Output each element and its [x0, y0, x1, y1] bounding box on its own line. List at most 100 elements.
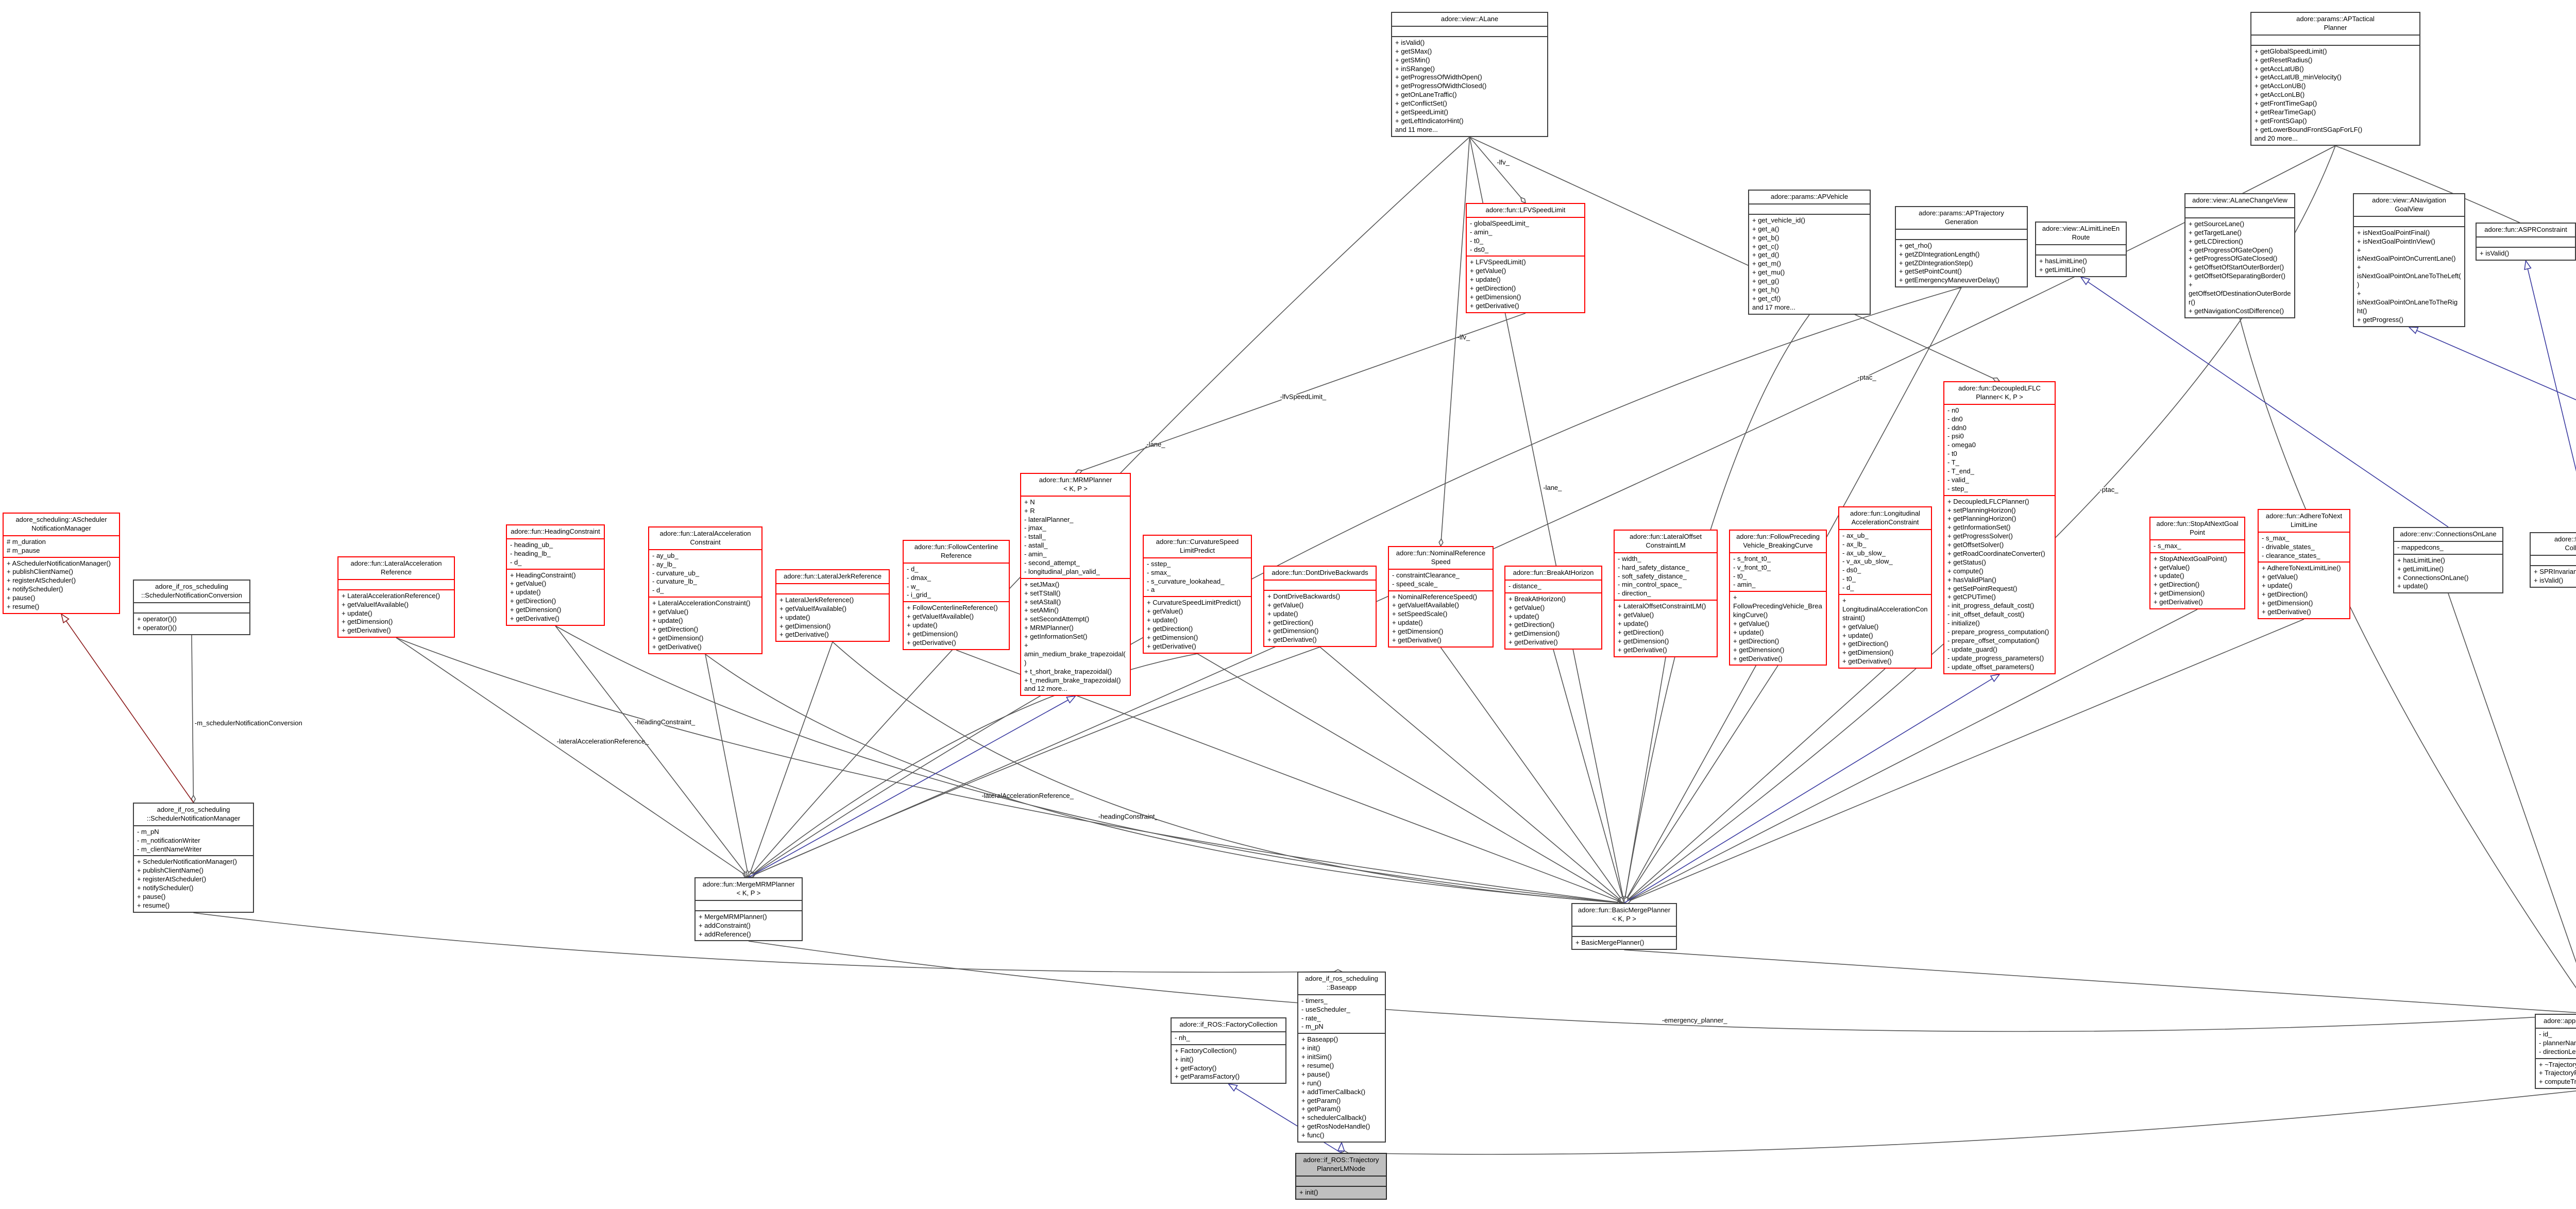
method-entry: + getDimension() [1470, 293, 1521, 301]
method-entry: + getSetPointCount() [1899, 267, 1962, 276]
attribute-entry: - s_max_ [2154, 541, 2181, 550]
edge-marker [1066, 695, 1077, 704]
method-entry: + get_h() [1752, 286, 1780, 294]
class-title-line: < K, P > [1612, 914, 1636, 923]
class-node-connectionsonlane[interactable]: adore::env::ConnectionsOnLane- mappedcon… [2393, 527, 2503, 594]
attribute-entry: - t0_ [1842, 575, 1856, 583]
class-node-breakathorizon[interactable]: adore::fun::BreakAtHorizon- distance_+ B… [1504, 566, 1602, 650]
class-node-mrmplanner[interactable]: adore::fun::MRMPlanner< K, P >+ N+ R- la… [1020, 473, 1131, 696]
class-node-dontdrivebackwards[interactable]: adore::fun::DontDriveBackwards+ DontDriv… [1263, 566, 1377, 648]
class-title-line: Generation [1944, 217, 1978, 226]
method-entry: + update() [1509, 612, 1539, 620]
method-entry: + getValue() [1618, 611, 1654, 619]
attribute-entry: - m_clientNameWriter [137, 845, 202, 853]
edge-label: -emergency_planner_ [1662, 1016, 1727, 1024]
edge-label: -lfv_ [1458, 333, 1470, 341]
method-entry: - update_guard() [1947, 645, 1997, 653]
attribute-entry: - ax_lb_ [1842, 540, 1867, 548]
class-title-line: adore::fun::SPRInvariant [2554, 535, 2576, 543]
class-title-line: adore::fun::DecoupledLFLC [1958, 384, 2041, 392]
class-node-lfvspeedlimit[interactable]: adore::fun::LFVSpeedLimit- globalSpeedLi… [1466, 203, 1585, 313]
method-entry: - init_progress_default_cost() [1947, 602, 2035, 610]
class-node-lateraljerkreference[interactable]: adore::fun::LateralJerkReference+ Latera… [775, 569, 890, 642]
attribute-entry: - omega0 [1947, 441, 1976, 449]
attributes-section: - globalSpeedLimit_- amin_- t0_- ds0_ [1467, 216, 1584, 256]
class-node-headingconstraint[interactable]: adore::fun::HeadingConstraint- heading_u… [506, 524, 605, 626]
class-title-line: adore_if_ros_scheduling [157, 806, 230, 813]
method-entry: + getDerivative() [907, 638, 956, 646]
method-entry: + SchedulerNotificationManager() [137, 858, 238, 866]
attribute-entry: + N [1024, 498, 1035, 506]
method-entry: and 17 more... [1752, 303, 1795, 311]
method-entry: + setTStall() [1024, 589, 1061, 597]
class-title-line: adore::fun::ASPRConstraint [2484, 226, 2567, 233]
class-node-sprinvariantcollisionfreedom[interactable]: adore::fun::SPRInvariantCollisionFreedom… [2530, 532, 2576, 588]
edge-label: -lfvSpeedLimit_ [1280, 393, 1327, 401]
method-entry: - prepare_offset_computation() [1947, 636, 2040, 644]
method-entry: + getDerivative() [1392, 636, 1442, 644]
methods-section: + CurvatureSpeedLimitPredict()+ getValue… [1144, 596, 1251, 652]
attribute-entry: - v_front_t0_ [1733, 563, 1771, 571]
class-node-basicmergeplanner[interactable]: adore::fun::BasicMergePlanner< K, P >+ B… [1571, 903, 1677, 950]
class-node-schedulernotificationmanager[interactable]: adore_if_ros_scheduling::SchedulerNotifi… [133, 803, 254, 913]
class-title-line: ::SchedulerNotificationManager [146, 814, 241, 822]
attribute-entry: - globalSpeedLimit_ [1470, 219, 1529, 227]
method-entry: + getOnLaneTraffic() [1395, 91, 1457, 99]
method-entry: + getLimitLine() [2039, 265, 2086, 274]
method-entry: + isValid() [1395, 38, 1425, 46]
class-node-mergemrmplanner[interactable]: adore::fun::MergeMRMPlanner< K, P >+ Mer… [694, 877, 803, 942]
method-entry: + getDirection() [2262, 590, 2308, 599]
class-title: adore::fun::LateralJerkReference [776, 570, 889, 583]
method-entry: + getNavigationCostDifference() [2189, 306, 2284, 315]
method-entry: + getDimension() [652, 634, 704, 642]
method-entry: + get_a() [1752, 225, 1780, 233]
class-node-asprconstraint[interactable]: adore::fun::ASPRConstraint+ isValid() [2476, 223, 2576, 261]
method-entry: + update() [1392, 619, 1423, 627]
class-node-schedulernotificationconversion[interactable]: adore_if_ros_scheduling::SchedulerNotifi… [133, 580, 250, 635]
class-node-apvehicle[interactable]: adore::params::APVehicle+ get_vehicle_id… [1748, 190, 1871, 315]
method-entry: + getDerivative() [510, 615, 560, 623]
method-entry: + getDirection() [1733, 637, 1780, 645]
attributes-section: - s_max_ [2150, 539, 2244, 552]
method-entry: + operator()() [137, 623, 177, 632]
methods-section: + FollowPrecedingVehicle_BreakingCurve()… [1730, 591, 1826, 665]
class-node-alane[interactable]: adore::view::ALane+ isValid()+ getSMax()… [1391, 12, 1548, 137]
attributes-section [1296, 1175, 1386, 1186]
method-entry: + getLimitLine() [2397, 565, 2444, 573]
method-entry: + getDirection() [1147, 625, 1193, 633]
method-entry: + Baseapp() [1301, 1035, 1338, 1044]
method-entry: + CurvatureSpeedLimitPredict() [1147, 599, 1241, 607]
method-entry: + update() [2262, 582, 2293, 590]
attribute-entry: - useScheduler_ [1301, 1005, 1350, 1013]
method-entry: + getDirection() [1267, 618, 1314, 626]
method-entry: + getInformationSet() [1947, 523, 2011, 532]
method-entry: + getAccLonUB() [2255, 82, 2306, 90]
class-node-baseapp[interactable]: adore_if_ros_scheduling::Baseapp- timers… [1297, 972, 1386, 1143]
class-node-factorycollection[interactable]: adore::if_ROS::FactoryCollection- nh_+ F… [1171, 1017, 1286, 1084]
method-entry: + DontDriveBackwards() [1267, 592, 1341, 600]
class-node-alanechangeview[interactable]: adore::view::ALaneChangeView+ getSourceL… [2184, 193, 2295, 318]
method-entry: + getDirection() [1842, 640, 1889, 648]
edge-label: -m_schedulerNotificationConversion [195, 719, 302, 727]
class-title-line: adore::view::ALane [1440, 15, 1499, 23]
